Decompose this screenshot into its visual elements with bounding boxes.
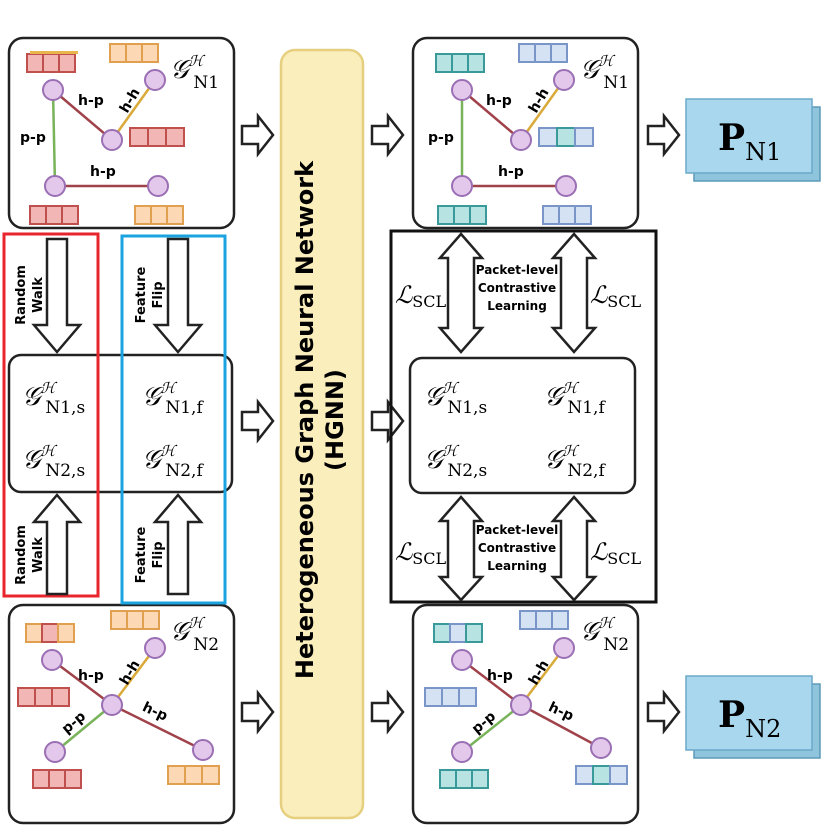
double-arrow-icon [550, 232, 598, 354]
graph-node [42, 79, 64, 101]
hgnn-title: Heterogeneous Graph Neural Network [291, 160, 319, 679]
arrow-right-icon [646, 112, 681, 158]
edge-label: h-p [78, 668, 104, 684]
contrastive-learning-box [389, 229, 658, 604]
edge-label: h-p [78, 93, 104, 109]
random-walk-box [2, 232, 100, 598]
left-top-nodes [42, 69, 169, 197]
augmentation-arrows [31, 237, 204, 596]
arrow-right-icon [370, 112, 405, 158]
graph-node [41, 649, 63, 671]
output-label-n2: PN2 [718, 694, 781, 743]
edge-label: p-p [428, 130, 454, 146]
graph-node [553, 69, 575, 91]
output-box-n2: PN2 [685, 675, 821, 759]
graph-node [590, 737, 612, 759]
arrow-right-icon [370, 689, 405, 735]
graph-node [451, 649, 473, 671]
left-bottom-edges [51, 647, 204, 753]
graph-node [144, 69, 166, 91]
graph-node [451, 741, 473, 763]
left-top-edges [51, 79, 158, 188]
double-arrow-icon [437, 232, 485, 354]
graph-node [44, 175, 66, 197]
arrow-down-icon [31, 237, 83, 354]
edge-label: p-p [20, 130, 46, 146]
arrow-up-icon [152, 493, 204, 596]
feature-vectors [26, 43, 185, 225]
double-arrow-icon [437, 495, 485, 602]
loss-scl-label: ℒSCL [590, 538, 642, 568]
graph-node [101, 129, 123, 151]
loss-scl-label: ℒSCL [395, 281, 447, 311]
feature-flip-box [120, 234, 227, 605]
arrow-right-icon [240, 112, 275, 158]
edge-label: h-p [486, 93, 512, 109]
arrow-down-icon [152, 237, 204, 354]
graph-node [553, 637, 575, 659]
graph-node [451, 175, 473, 197]
edge-label: h-p [498, 164, 524, 180]
graph-node [192, 739, 214, 761]
graph-node [510, 694, 532, 716]
arrow-right-icon [370, 398, 405, 444]
graph-node [144, 637, 166, 659]
graph-node [451, 79, 473, 101]
arrow-right-icon [240, 398, 275, 444]
graph-node [101, 694, 123, 716]
graph-node [510, 129, 532, 151]
graph-node [44, 741, 66, 763]
graph-node [555, 175, 577, 197]
hgnn-abbrev: (HGNN) [321, 369, 349, 471]
loss-scl-label: ℒSCL [395, 538, 447, 568]
arrow-right-icon [646, 689, 681, 735]
arrow-right-icon [240, 689, 275, 735]
output-label-n1: PN1 [718, 117, 781, 166]
edge-label: h-p [487, 668, 513, 684]
flow-arrows [240, 112, 681, 735]
graph-node [147, 175, 169, 197]
hgnn-block [279, 48, 365, 820]
edge-label: h-p [90, 164, 116, 180]
arrow-up-icon [31, 493, 83, 596]
output-box-n1: PN1 [685, 98, 821, 182]
double-arrow-icon [550, 495, 598, 602]
loss-scl-label: ℒSCL [590, 281, 642, 311]
